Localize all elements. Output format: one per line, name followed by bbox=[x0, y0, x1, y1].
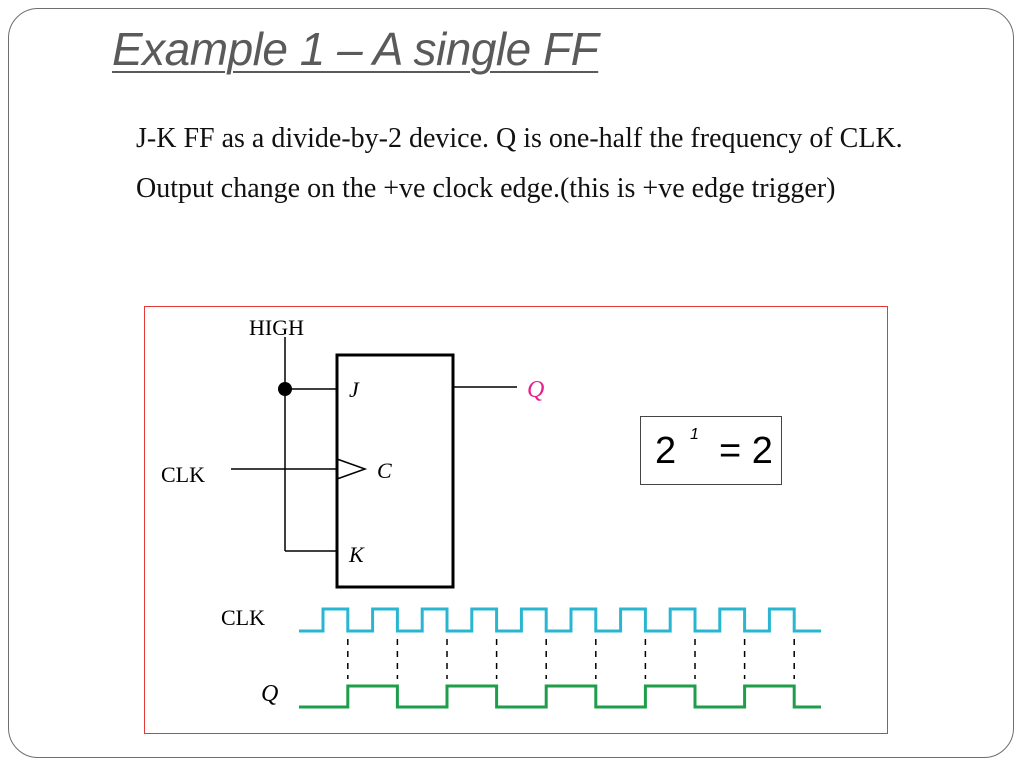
pin-c-label: C bbox=[377, 458, 392, 483]
clk-wave-label: CLK bbox=[221, 605, 265, 630]
bullet-divide-by-2: J-K FF as a divide-by-2 device. Q is one… bbox=[136, 123, 903, 154]
slide-frame bbox=[8, 8, 1014, 758]
bullet-edge-trigger: Output change on the +ve clock edge.(thi… bbox=[136, 173, 836, 204]
diagram-panel: HIGH CLK J C K Q CLK Q 2 1 = 2 bbox=[144, 306, 888, 734]
formula-base: 2 bbox=[655, 430, 677, 472]
high-label: HIGH bbox=[249, 315, 304, 340]
q-waveform bbox=[299, 684, 821, 709]
formula-box: 2 1 = 2 bbox=[640, 416, 782, 485]
formula-result: = 2 bbox=[719, 430, 773, 472]
q-wave-label: Q bbox=[261, 681, 278, 707]
slide-title: Example 1 – A single FF bbox=[112, 23, 599, 75]
jk-flip-flop-diagram: HIGH CLK J C K Q CLK Q bbox=[161, 315, 821, 709]
bullet-list: J-K FF as a divide-by-2 device. Q is one… bbox=[136, 117, 966, 217]
flip-flop-box bbox=[335, 353, 455, 589]
timing-guide-lines bbox=[347, 639, 795, 679]
formula-exponent: 1 bbox=[690, 426, 699, 443]
clock-edge-triangle bbox=[336, 458, 368, 480]
clk-input-label: CLK bbox=[161, 462, 205, 487]
pin-k-label: K bbox=[348, 542, 365, 567]
pin-j-label: J bbox=[349, 377, 360, 402]
clk-waveform bbox=[299, 607, 821, 633]
q-output-label: Q bbox=[527, 377, 544, 403]
